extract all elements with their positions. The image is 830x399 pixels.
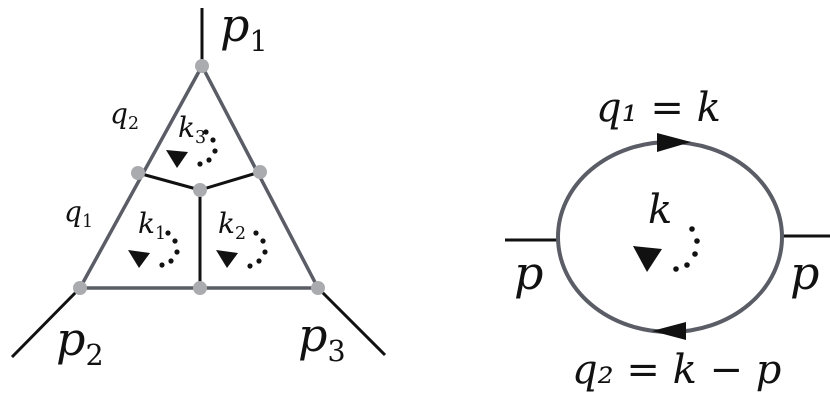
bubble-diagram: [505, 133, 830, 340]
vertex-bottom-left: [73, 281, 87, 295]
loop-ellipse: [556, 140, 784, 334]
vertex-bottom-right: [311, 281, 325, 295]
label-p-left: p: [514, 246, 544, 300]
label-q2: q2: [110, 97, 139, 135]
external-leg-p3: [316, 286, 387, 357]
label-q1: q1: [64, 195, 93, 233]
external-leg-p2: [10, 286, 82, 359]
propagator-arrow-top: [657, 133, 691, 152]
label-k2: k2: [218, 207, 247, 245]
loop-arrow-k: [633, 226, 700, 272]
loop-arrow-k2: [216, 230, 268, 269]
label-p2: p2: [56, 312, 104, 372]
vertex-top: [195, 59, 209, 73]
label-k1: k1: [138, 207, 167, 245]
vertex-left-mid: [131, 166, 145, 180]
vertex-center: [193, 183, 207, 197]
loop-arrow-k3: [166, 129, 218, 168]
label-loop-k: k: [648, 187, 673, 233]
label-p1: p1: [220, 0, 268, 58]
vertex-right-mid: [253, 165, 267, 179]
internal-line-left: [137, 171, 201, 192]
label-p3: p3: [298, 308, 346, 368]
vertex-bottom-mid: [193, 281, 207, 295]
label-k3: k3: [178, 111, 207, 149]
label-q1-eq-k: q₁ = k: [596, 85, 721, 131]
internal-line-right: [199, 170, 261, 192]
loop-arrow-k1: [128, 230, 180, 268]
label-q2-eq-k-minus-p: q₂ = k − p: [572, 347, 782, 393]
triangle-diagram: [10, 8, 387, 359]
label-p-right: p: [790, 246, 820, 300]
propagator-arrow-bottom: [652, 322, 686, 340]
